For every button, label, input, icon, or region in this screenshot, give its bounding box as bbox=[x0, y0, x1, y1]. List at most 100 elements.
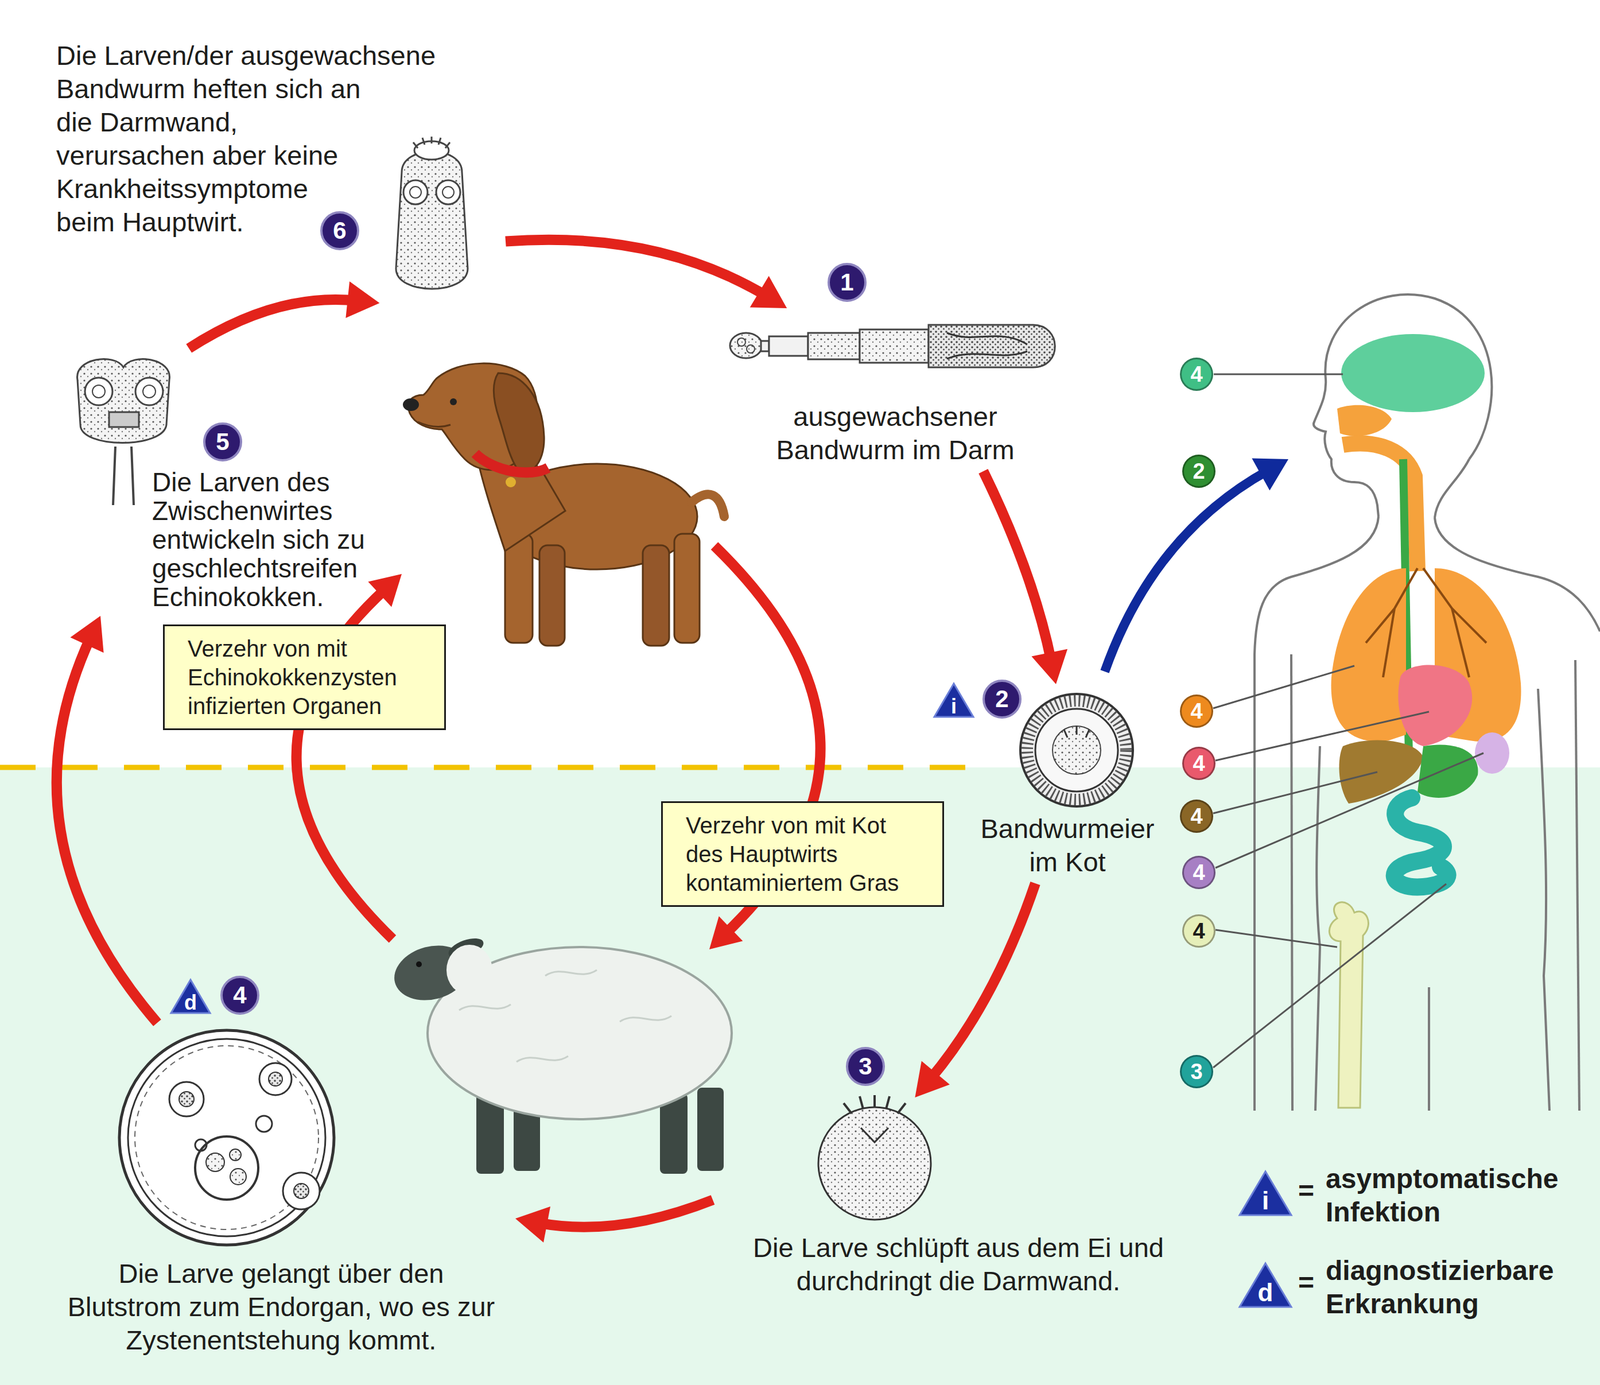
human-figure bbox=[1254, 294, 1600, 1111]
callout-number: 2 bbox=[1182, 454, 1216, 488]
oncosphere-image bbox=[818, 1094, 931, 1220]
transmission-box: Verzehr von mit Kot des Hauptwirts konta… bbox=[661, 801, 945, 907]
adult-tapeworm-image bbox=[760, 340, 770, 352]
human-figure bbox=[1213, 294, 1600, 1111]
oncosphere-image bbox=[843, 1094, 906, 1114]
hydatid-cyst-image bbox=[119, 1030, 335, 1245]
adult-scolex-image bbox=[403, 180, 428, 205]
arrow-line bbox=[929, 883, 1036, 1080]
stage-caption: Bandwurmeier im Kot bbox=[972, 812, 1163, 879]
transmission-box: Verzehr von mit Echinokokkenzysten infiz… bbox=[162, 624, 446, 730]
adult-tapeworm-image bbox=[859, 329, 929, 363]
human-infection-arrow bbox=[1104, 458, 1289, 672]
human-figure bbox=[1331, 568, 1407, 742]
callout-number: 4 bbox=[1182, 746, 1216, 780]
human-figure bbox=[1538, 688, 1550, 1111]
egg-image bbox=[1020, 693, 1133, 807]
adult-scolex-image bbox=[413, 136, 450, 149]
triangle-letter: d bbox=[184, 992, 197, 1013]
adult-tapeworm-image bbox=[769, 336, 809, 356]
hydatid-cyst-image bbox=[268, 1072, 283, 1086]
hydatid-cyst-image bbox=[179, 1091, 194, 1107]
equals-sign: = bbox=[1298, 1268, 1315, 1297]
callout-number: 4 bbox=[1179, 799, 1214, 833]
human-figure bbox=[1315, 746, 1320, 1111]
stage-caption: Die Larve schlüpft aus dem Ei und durchd… bbox=[717, 1230, 1200, 1298]
human-figure bbox=[1213, 374, 1484, 1068]
stage-caption: Die Larve gelangt über den Blutstrom zum… bbox=[60, 1256, 503, 1357]
egg-image bbox=[1035, 708, 1118, 792]
human-figure bbox=[1213, 373, 1343, 376]
hydatid-cyst-image bbox=[206, 1152, 225, 1172]
cycle-arrow bbox=[914, 883, 1036, 1098]
egg-image bbox=[1027, 700, 1126, 800]
dog-image bbox=[505, 476, 516, 488]
dog-image bbox=[539, 545, 565, 646]
arrow-head bbox=[750, 276, 787, 309]
egg-image bbox=[1052, 725, 1101, 775]
human-figure bbox=[1434, 459, 1470, 518]
dog-image bbox=[417, 421, 451, 427]
arrow-head bbox=[70, 615, 104, 653]
human-figure bbox=[1329, 902, 1369, 1108]
protoscolex-image bbox=[92, 385, 106, 398]
arrow-line bbox=[188, 299, 357, 349]
hydatid-cyst-image bbox=[259, 1062, 292, 1095]
callout-number: 1 bbox=[827, 262, 867, 302]
callout-triangle bbox=[171, 979, 211, 1013]
callout-triangle bbox=[934, 683, 974, 717]
hydatid-cyst-image bbox=[282, 1172, 320, 1210]
triangle-letter: i bbox=[1261, 1187, 1269, 1214]
hydatid-cyst-image bbox=[169, 1081, 204, 1117]
dog-image bbox=[691, 494, 725, 517]
stage-text: ausgewachsener Bandwurm im Darm bbox=[725, 312, 1065, 467]
hydatid-cyst-image bbox=[293, 1183, 309, 1199]
human-infection-arrow bbox=[1104, 470, 1269, 672]
human-figure bbox=[1341, 334, 1485, 413]
callout-number: 4 bbox=[220, 975, 260, 1015]
human-figure bbox=[1365, 568, 1487, 678]
cycle-arrow bbox=[983, 471, 1068, 685]
arrow-head bbox=[515, 1206, 551, 1243]
stage-caption: Die Larven des Zwischenwirtes entwickeln… bbox=[152, 467, 411, 612]
adult-scolex-image bbox=[395, 136, 468, 289]
sheep-image bbox=[416, 961, 422, 968]
human-figure bbox=[1215, 752, 1484, 868]
dog-image bbox=[642, 545, 670, 646]
adult-tapeworm-image bbox=[746, 344, 755, 353]
hydatid-cyst-image bbox=[119, 1030, 335, 1245]
callout-triangle bbox=[171, 683, 1292, 1307]
sheep-image bbox=[459, 969, 672, 1062]
host-ground bbox=[0, 764, 985, 771]
human-figure bbox=[1213, 771, 1378, 814]
adult-scolex-image bbox=[436, 180, 461, 205]
arrow-line bbox=[56, 637, 158, 1023]
sheep-image bbox=[387, 934, 732, 1174]
arrow-head bbox=[914, 1061, 950, 1098]
oncosphere-image bbox=[818, 1107, 931, 1220]
human-figure bbox=[1215, 711, 1429, 761]
cycle-arrow bbox=[505, 239, 787, 309]
human-figure bbox=[1575, 659, 1580, 1111]
protoscolex-image bbox=[109, 412, 139, 427]
dog-image bbox=[475, 453, 549, 473]
equals-sign: = bbox=[1298, 1177, 1315, 1205]
stage-caption: Verzehr von mit Echinokokkenzysten infiz… bbox=[187, 634, 422, 721]
human-figure bbox=[1337, 405, 1392, 437]
callout-number: 5 bbox=[203, 422, 243, 462]
callout-number: 6 bbox=[320, 211, 360, 251]
adult-tapeworm-image bbox=[737, 338, 746, 347]
human-figure bbox=[1215, 929, 1338, 947]
egg-image bbox=[1020, 693, 1133, 807]
adult-tapeworm-image bbox=[928, 324, 1055, 368]
host-ground bbox=[0, 767, 1600, 1385]
legend-text: asymptomatische Infektion bbox=[1325, 1162, 1590, 1229]
human-figure bbox=[1417, 744, 1478, 798]
host-arrow bbox=[709, 915, 743, 950]
oncosphere-image bbox=[860, 1127, 889, 1143]
callout-number: 2 bbox=[982, 679, 1022, 719]
adult-scolex-image bbox=[395, 151, 468, 289]
dog-image bbox=[449, 398, 457, 406]
stage-caption: ausgewachsener Bandwurm im Darm bbox=[757, 400, 1033, 467]
callout-number: 4 bbox=[1182, 914, 1216, 948]
